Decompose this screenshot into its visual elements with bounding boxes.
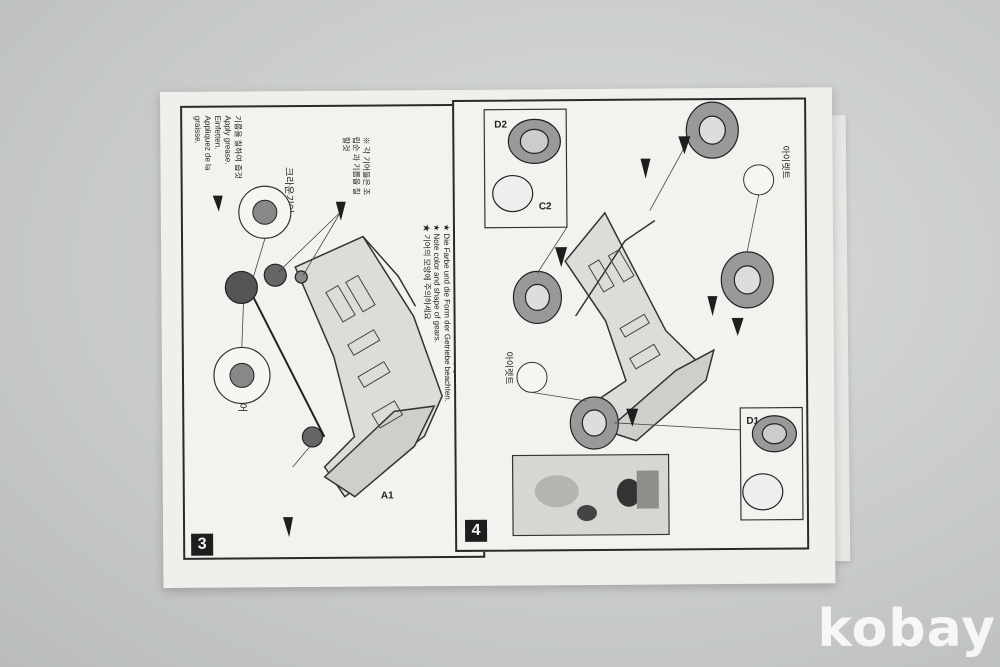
arrow-icon — [707, 296, 718, 317]
arrow-icon — [678, 136, 691, 155]
grease-icon — [212, 195, 223, 212]
photo-inset — [511, 453, 670, 537]
arrow-icon — [555, 247, 568, 268]
arrow-icon — [640, 158, 651, 179]
arrow-icon — [731, 317, 744, 336]
grease-icon — [282, 517, 293, 538]
step-4-drawing — [483, 101, 804, 537]
step-4-panel: 4 D2 C2 D1 C1 아이렛트 아이렛트 — [452, 97, 810, 552]
step-3-drawing — [212, 185, 443, 538]
instruction-sheet: 3 기름을 칠하여 줍것 Apply grease. Einfetten. Ap… — [160, 87, 836, 588]
eyelet-callout-top — [743, 164, 775, 196]
inset-d1-c1 — [739, 406, 804, 521]
grease-icon — [335, 201, 346, 221]
arrow-icon — [626, 408, 639, 427]
eyelet-callout-left — [516, 361, 548, 393]
step-3-panel: 3 기름을 칠하여 줍것 Apply grease. Einfetten. Ap… — [180, 103, 486, 560]
inset-d2-c2 — [483, 108, 568, 229]
watermark: kobay — [817, 599, 996, 659]
crown-gear-part — [224, 270, 258, 305]
